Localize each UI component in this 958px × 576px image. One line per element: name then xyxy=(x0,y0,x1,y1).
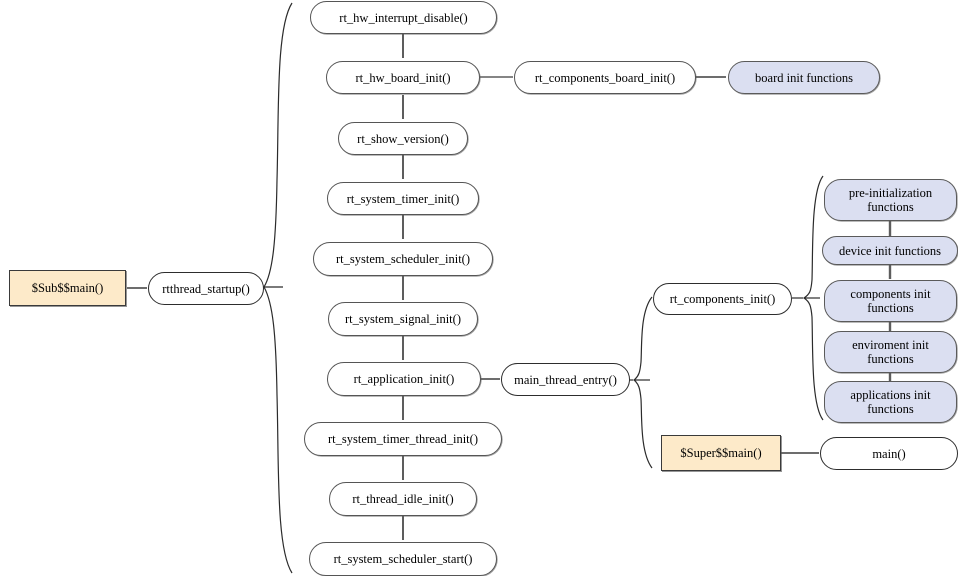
node-enviroment-init-functions[interactable]: enviroment init functions xyxy=(824,331,957,373)
node-label: rt_system_signal_init() xyxy=(345,312,461,326)
node-label: rt_system_timer_init() xyxy=(346,191,460,206)
node-label: rt_components_init() xyxy=(669,292,776,306)
node-main[interactable]: main() xyxy=(820,437,958,470)
node-label: components init functions xyxy=(850,287,931,315)
node-label: rt_application_init() xyxy=(353,372,455,386)
node-label: main_thread_entry() xyxy=(514,372,617,387)
node-label: pre-initialization functions xyxy=(848,186,933,214)
node-label: rt_system_scheduler_init() xyxy=(336,252,470,266)
node-rt-components-init[interactable]: rt_components_init() xyxy=(653,283,792,315)
node-rt-system-timer-thread-init[interactable]: rt_system_timer_thread_init() xyxy=(304,422,502,456)
node-applications-init-functions[interactable]: applications init functions xyxy=(824,381,957,423)
node-rt-components-board-init[interactable]: rt_components_board_init() xyxy=(514,61,696,94)
node-label: rt_system_scheduler_start() xyxy=(333,552,473,566)
node-main-thread-entry[interactable]: main_thread_entry() xyxy=(501,363,630,396)
node-rt-system-signal-init[interactable]: rt_system_signal_init() xyxy=(328,302,478,336)
node-rt-application-init[interactable]: rt_application_init() xyxy=(327,362,481,396)
node-label: rt_system_timer_thread_init() xyxy=(328,432,478,446)
node-rt-show-version[interactable]: rt_show_version() xyxy=(338,122,468,155)
node-label: rt_components_board_init() xyxy=(534,70,676,85)
main-thread-brace xyxy=(633,296,653,469)
node-rtthread-startup[interactable]: rtthread_startup() xyxy=(148,272,264,305)
node-label: main() xyxy=(872,446,906,461)
node-board-init-functions[interactable]: board init functions xyxy=(728,61,880,94)
components-init-brace xyxy=(802,175,824,421)
node-label: board init functions xyxy=(755,70,853,85)
node-device-init-functions[interactable]: device init functions xyxy=(822,236,958,265)
node-label: rt_show_version() xyxy=(357,131,449,146)
node-sub-main[interactable]: $Sub$$main() xyxy=(9,270,126,306)
node-rt-system-scheduler-init[interactable]: rt_system_scheduler_init() xyxy=(313,242,493,276)
node-label: $Sub$$main() xyxy=(31,281,104,295)
node-super-main[interactable]: $Super$$main() xyxy=(661,435,781,471)
node-label: rt_hw_interrupt_disable() xyxy=(339,10,468,25)
node-label: applications init functions xyxy=(850,388,931,416)
node-rt-thread-idle-init[interactable]: rt_thread_idle_init() xyxy=(329,482,477,516)
node-rt-hw-interrupt-disable[interactable]: rt_hw_interrupt_disable() xyxy=(310,1,497,34)
node-rt-hw-board-init[interactable]: rt_hw_board_init() xyxy=(326,61,480,94)
node-label: rt_thread_idle_init() xyxy=(352,492,454,506)
node-components-init-functions[interactable]: components init functions xyxy=(824,280,957,322)
node-label: rt_hw_board_init() xyxy=(355,70,451,85)
node-label: rtthread_startup() xyxy=(162,281,250,296)
node-label: device init functions xyxy=(838,243,942,258)
node-pre-initialization-functions[interactable]: pre-initialization functions xyxy=(824,179,957,221)
node-label: $Super$$main() xyxy=(680,446,762,460)
node-rt-system-scheduler-start[interactable]: rt_system_scheduler_start() xyxy=(309,542,497,576)
startup-brace xyxy=(263,2,293,574)
node-rt-system-timer-init[interactable]: rt_system_timer_init() xyxy=(327,182,479,215)
node-label: enviroment init functions xyxy=(852,338,929,366)
